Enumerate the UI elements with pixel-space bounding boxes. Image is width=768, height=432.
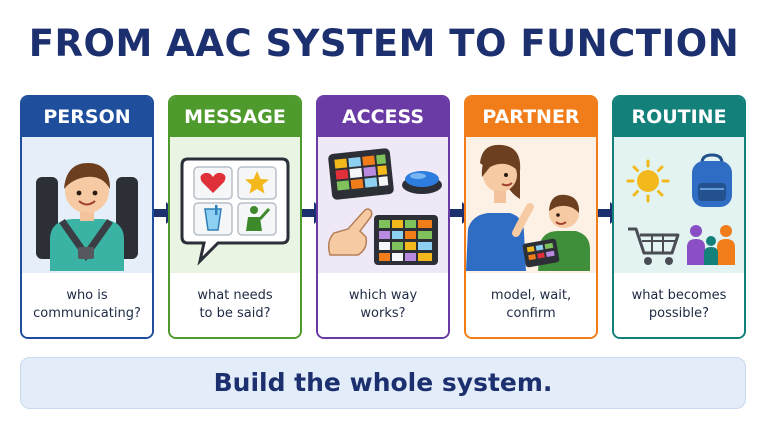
card-caption: what becomes possible? <box>614 273 744 337</box>
card-person: PERSON who is communicating? <box>20 95 154 339</box>
heart-icon <box>200 172 226 193</box>
card-access: ACCESS <box>316 95 450 339</box>
child-in-seat-icon <box>36 163 138 271</box>
card-heading: PARTNER <box>466 97 596 137</box>
card-message: MESSAGE what <box>168 95 302 339</box>
card-caption: what needs to be said? <box>170 273 300 337</box>
card-illustration <box>170 137 300 271</box>
adult-icon <box>466 144 534 271</box>
finger-pointing-icon <box>327 208 373 256</box>
card-heading: ROUTINE <box>614 97 744 137</box>
card-heading: ACCESS <box>318 97 448 137</box>
tablet-icon <box>328 148 394 200</box>
card-illustration <box>466 137 596 271</box>
card-caption: model, wait, confirm <box>466 273 596 337</box>
card-illustration <box>318 137 448 271</box>
card-caption: who is communicating? <box>22 273 152 337</box>
card-heading: MESSAGE <box>170 97 300 137</box>
star-icon <box>245 171 269 194</box>
card-routine: ROUTINE <box>612 95 746 339</box>
card-caption: which way works? <box>318 273 448 337</box>
page-title: FROM AAC SYSTEM TO FUNCTION <box>28 22 740 65</box>
person-pointing-icon <box>246 206 271 231</box>
summary-banner: Build the whole system. <box>20 357 746 409</box>
card-heading: PERSON <box>22 97 152 137</box>
shopping-cart-icon <box>628 227 680 265</box>
card-illustration <box>22 137 152 271</box>
switch-button-icon <box>402 171 442 194</box>
child-with-tablet-icon <box>522 194 590 271</box>
sun-icon <box>626 159 670 203</box>
card-partner: PARTNER <box>464 95 598 339</box>
card-illustration <box>614 137 744 271</box>
family-icon <box>687 225 735 265</box>
backpack-icon <box>692 153 732 207</box>
grid-keyboard-icon <box>374 215 438 265</box>
cup-icon <box>204 205 222 231</box>
